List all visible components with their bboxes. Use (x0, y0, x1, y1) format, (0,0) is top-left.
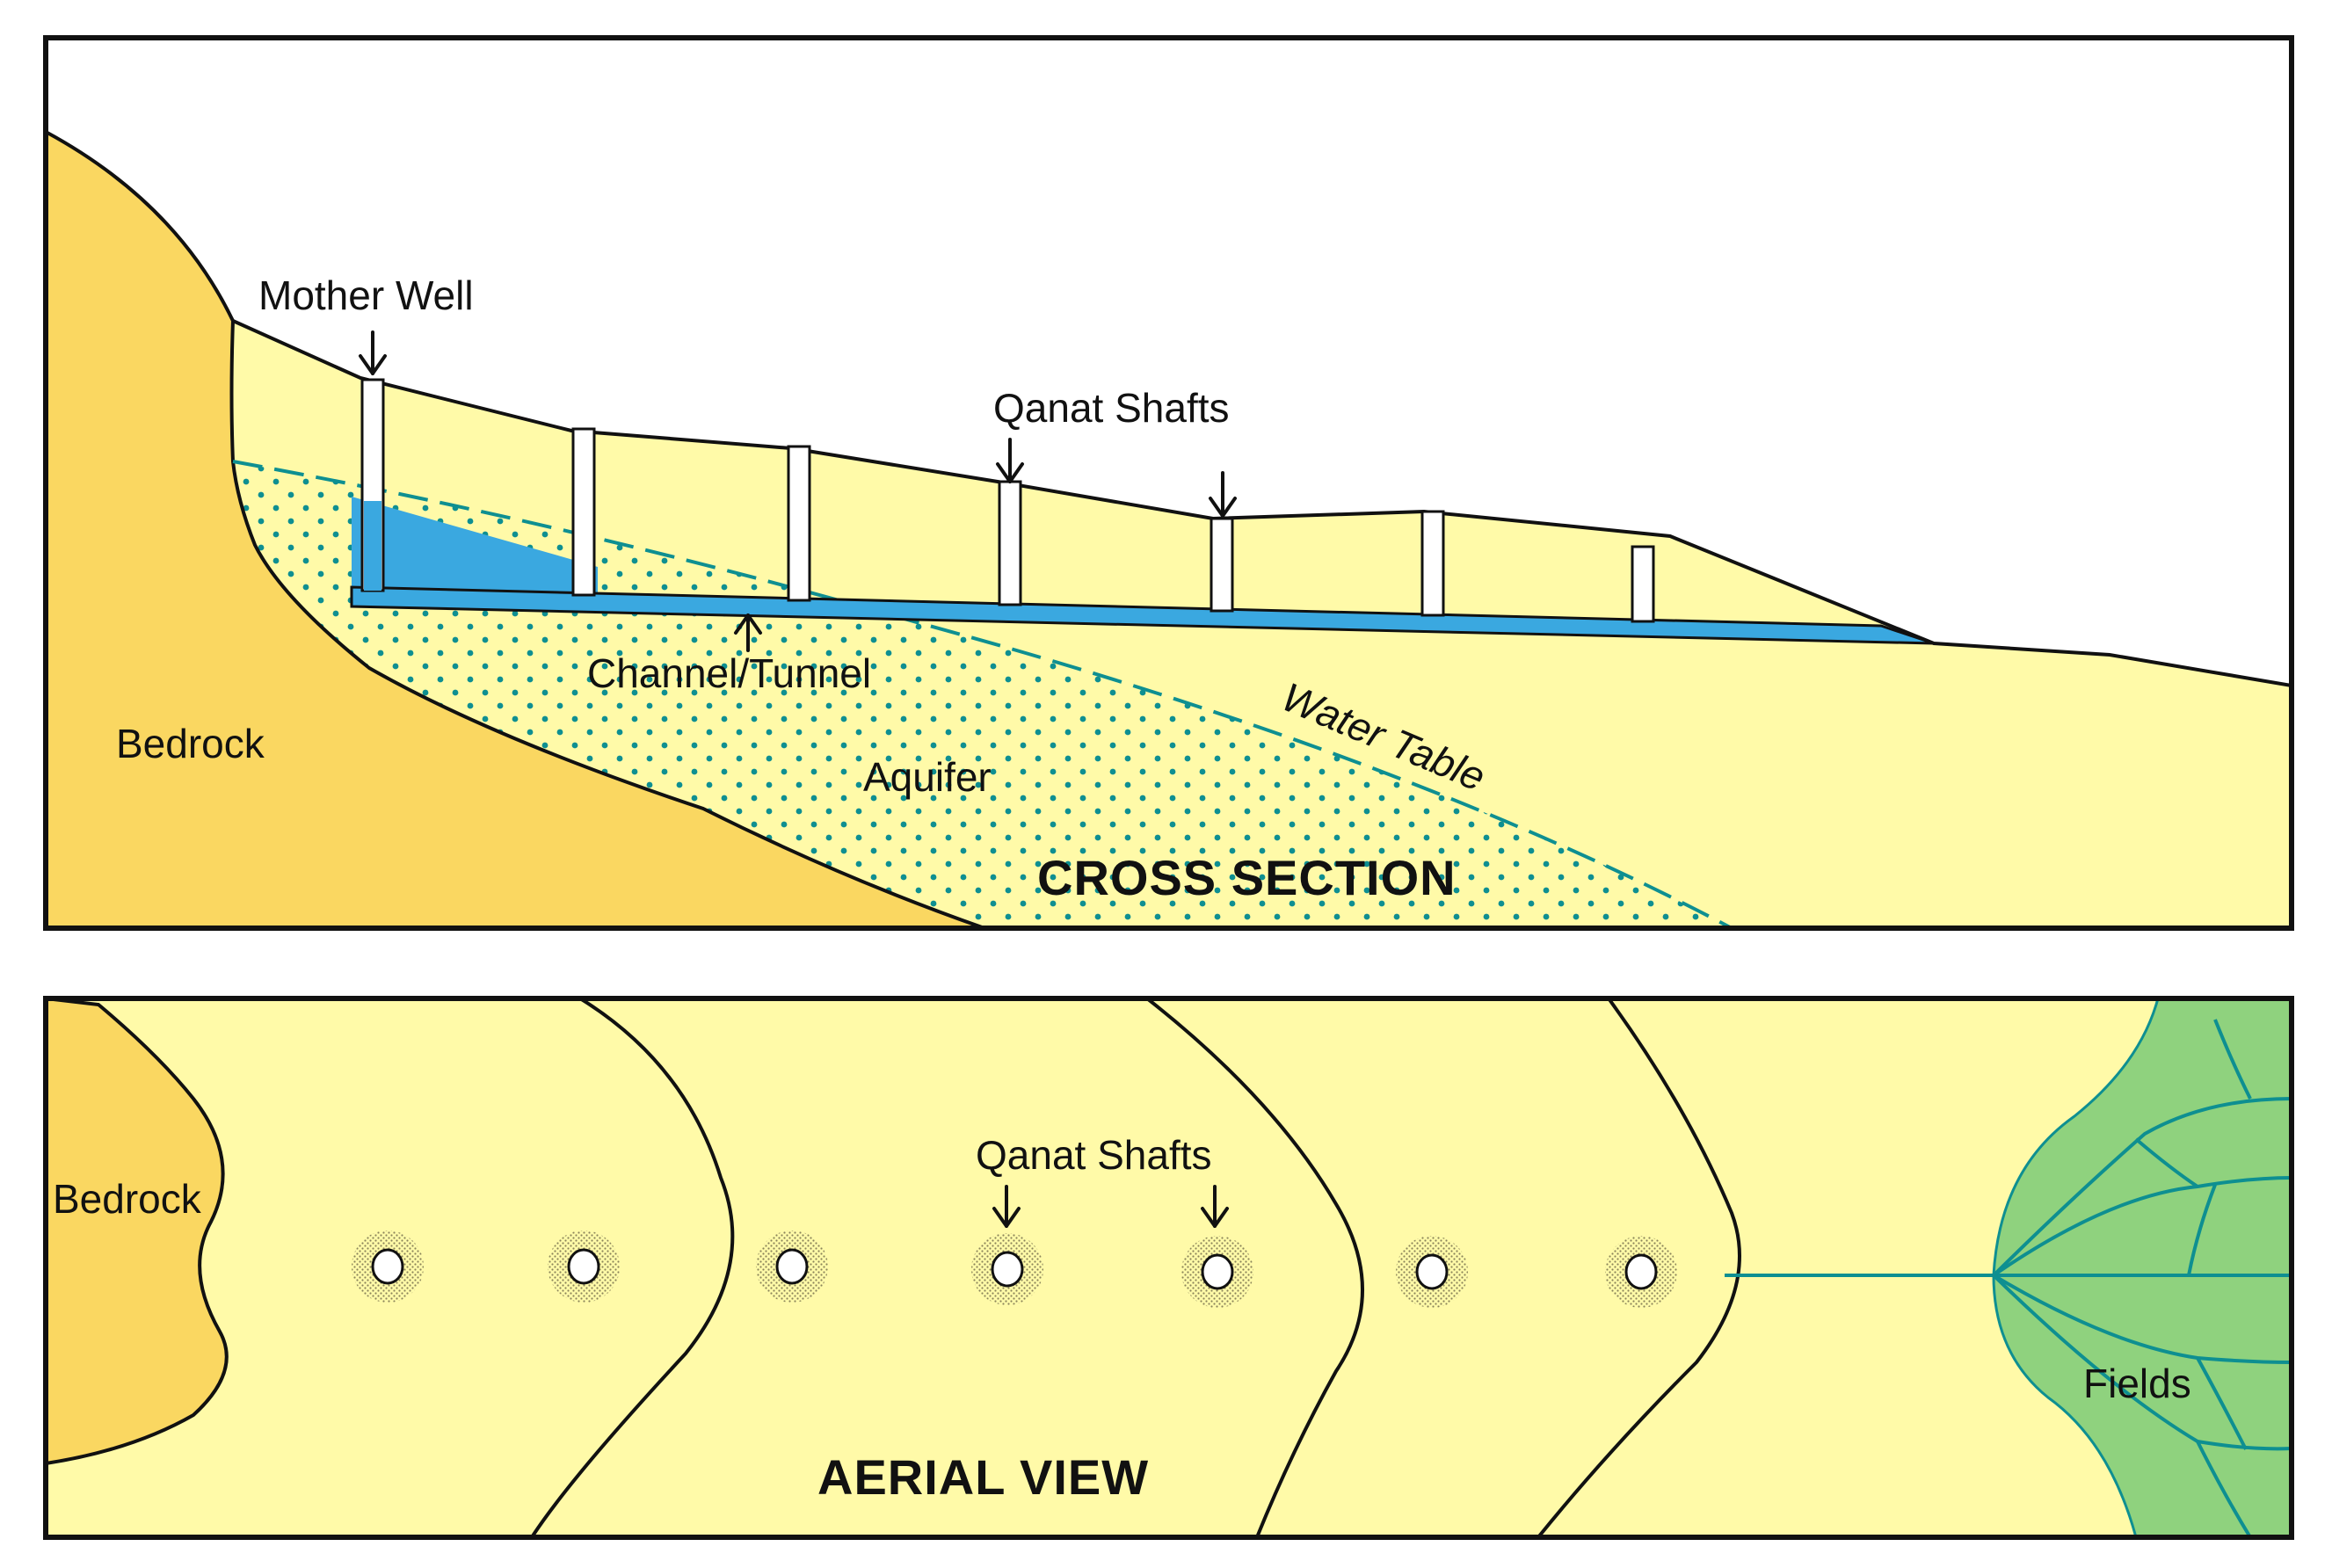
channel-tunnel-label: Channel/Tunnel (587, 650, 871, 696)
irrigation-branch (1992, 1097, 2292, 1277)
shaft-opening-icon (1181, 1236, 1253, 1308)
contour-lines (530, 998, 1741, 1537)
cross-section-title: CROSS SECTION (1037, 850, 1457, 905)
bedrock-label: Bedrock (116, 721, 265, 766)
shaft-opening-icon (756, 1230, 828, 1303)
irrigation-channels (1725, 1019, 2292, 1537)
qanat-shaft (1631, 545, 1655, 623)
arrow-up-icon (734, 613, 762, 652)
aerial-bedrock (46, 998, 229, 1466)
irrigation-branch (1992, 1176, 2292, 1277)
irrigation-branch (2196, 1357, 2248, 1450)
contour-line (1537, 998, 1741, 1537)
mother-well-water (352, 497, 598, 606)
aerial-shaft-openings (352, 1230, 1677, 1308)
qanat-shaft (998, 480, 1022, 606)
qanat-shaft (1210, 517, 1234, 613)
shaft-opening-icon (1605, 1236, 1677, 1308)
aerial-bedrock-label: Bedrock (53, 1176, 202, 1222)
qanat-shaft (787, 445, 811, 602)
irrigation-branch (2134, 1137, 2199, 1188)
cross-section-frame (43, 35, 2294, 931)
fields-label: Fields (2083, 1361, 2191, 1406)
contour-line (1145, 998, 1364, 1537)
mother-well-label: Mother Well (258, 272, 474, 318)
channel-tunnel (350, 585, 1935, 645)
cross-section-panel: Mother Well Qanat Shafts Channel/Tunnel … (46, 38, 2292, 928)
qanat-shaft (571, 427, 596, 597)
aerial-view-title: AERIAL VIEW (817, 1449, 1149, 1505)
irrigation-branch (2196, 1441, 2252, 1537)
shaft-opening-icon (971, 1233, 1043, 1305)
arrow-down-icon (1201, 1185, 1229, 1228)
contour-line (530, 998, 735, 1537)
aquifer-label: Aquifer (863, 754, 992, 800)
qanat-shafts-section (571, 427, 1655, 623)
arrow-down-icon (992, 1185, 1021, 1228)
qanat-shaft (1420, 510, 1445, 617)
bedrock (46, 129, 985, 928)
irrigation-branch (1992, 1274, 2292, 1364)
arrow-down-icon (359, 330, 387, 375)
shaft-opening-icon (548, 1230, 620, 1303)
irrigation-branch (2187, 1184, 2217, 1276)
irrigation-branch (2213, 1019, 2252, 1100)
arrow-down-icon (996, 438, 1024, 483)
qanat-shafts-label: Qanat Shafts (993, 385, 1230, 431)
irrigation-branch (1992, 1274, 2292, 1451)
aerial-view-frame (43, 996, 2294, 1540)
shaft-opening-icon (1396, 1236, 1468, 1308)
aerial-view-panel: Bedrock Qanat Shafts Fields AERIAL VIEW (46, 998, 2292, 1537)
aquifer-zone (233, 461, 1732, 928)
water-table-line (232, 460, 1733, 928)
aerial-qanat-shafts-label: Qanat Shafts (976, 1132, 1212, 1178)
mother-well-water-column (364, 501, 381, 591)
shaft-opening-icon (352, 1230, 424, 1303)
arrow-down-icon (1209, 471, 1237, 518)
